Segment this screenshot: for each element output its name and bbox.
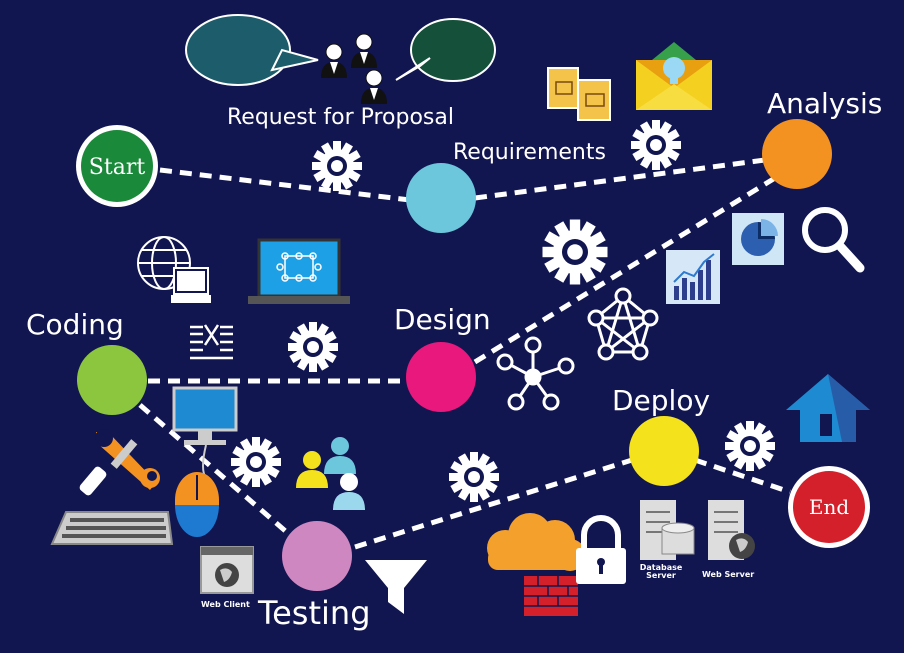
laptop-icon [248,238,350,304]
coding-label: Coding [26,308,124,341]
speech-bubble-icon [395,18,496,82]
web-client-label: Web Client [201,600,250,609]
gear-icon [725,421,775,471]
funnel-icon [365,560,427,614]
mouse-icon [175,472,219,537]
magnifier-icon [802,207,865,273]
gear-icon [312,141,362,191]
speech-bubble-icon [185,14,319,86]
start-label: Start [89,155,146,180]
gear-icon [449,452,499,502]
cloud-icon [487,513,586,571]
gear-icon [631,120,681,170]
network-icon [587,287,659,361]
code-icon [190,324,233,360]
server-icon [708,500,755,560]
gear-icon [288,322,338,372]
web-server-label: Web Server [702,570,755,579]
deploy-label: Deploy [612,384,711,417]
gear-icon [542,219,608,285]
flow-connectors [138,157,791,550]
end-label: End [809,495,849,519]
design-label: Design [394,303,491,336]
people-group-icon [296,437,365,510]
server-icon [640,500,695,560]
lock-icon [576,515,626,584]
analysis-node [762,119,832,189]
coding-node [77,345,147,415]
start-node [76,125,158,207]
requirements-label: Requirements [453,140,606,165]
deploy-node [629,416,699,486]
design-node [406,342,476,412]
end-node [788,466,870,548]
hub-network-icon [496,336,575,411]
database-server-label: Database Server [639,563,683,580]
envelope-idea-icon [636,42,712,110]
firewall-icon [524,576,578,616]
requirements-node [406,163,476,233]
monitor-icon [172,386,238,479]
pie-chart-icon [732,213,784,265]
gear-icon [231,437,281,487]
tools-icon [79,429,160,496]
people-group-icon [320,33,388,105]
globe-computer-icon [137,236,211,303]
browser-icon [200,546,254,594]
testing-node [282,521,352,591]
house-icon [786,374,870,442]
keyboard-icon [50,511,174,545]
analysis-label: Analysis [767,87,883,120]
documents-icon [547,67,611,121]
bar-chart-icon [666,250,720,304]
rfp-label: Request for Proposal [227,105,454,130]
testing-label: Testing [258,594,371,632]
